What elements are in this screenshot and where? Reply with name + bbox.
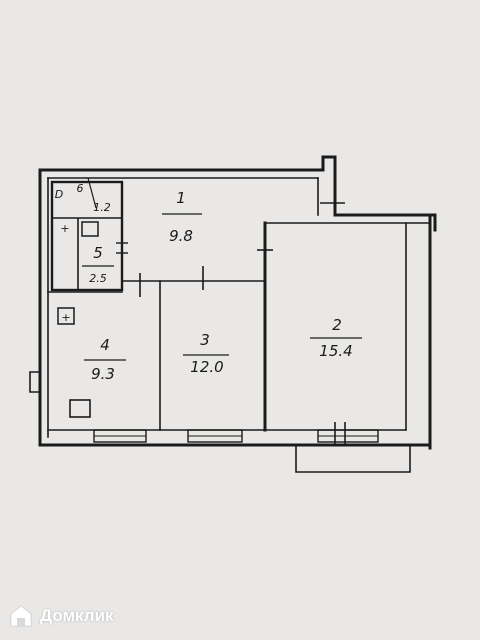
room6-number: 6 xyxy=(77,182,84,195)
room6-fraction-line xyxy=(87,177,97,209)
room5-number: 5 xyxy=(93,244,103,262)
plus-mark-bathroom: + xyxy=(60,222,69,235)
stove-symbol xyxy=(69,399,91,418)
left-wall-bump xyxy=(29,371,41,393)
room6-area: 1.2 xyxy=(93,201,111,214)
watermark-text: Домклик xyxy=(40,606,114,625)
outlet-box xyxy=(57,307,75,325)
room1-area: 9.8 xyxy=(169,227,193,245)
plus-mark-kitchen: + xyxy=(61,311,70,324)
bathroom-outline xyxy=(50,180,124,292)
room3-number: 3 xyxy=(200,331,210,349)
riser-column xyxy=(321,155,337,217)
sink-symbol xyxy=(81,221,99,237)
house-logo-icon xyxy=(10,605,32,627)
room2-top-wall xyxy=(333,213,437,232)
room4-number: 4 xyxy=(100,336,110,354)
windows xyxy=(93,422,379,446)
balcony xyxy=(295,444,411,473)
balcony-outline xyxy=(295,444,411,473)
room2-number: 2 xyxy=(332,316,342,334)
fixtures xyxy=(57,307,91,418)
room1-number: 1 xyxy=(176,189,186,207)
room5-area: 2.5 xyxy=(89,272,107,285)
room2-area: 15.4 xyxy=(319,342,352,360)
domclick-watermark: Домклик xyxy=(8,602,114,630)
d-mark: D xyxy=(55,188,63,201)
room4-area: 9.3 xyxy=(91,365,115,383)
room3-area: 12.0 xyxy=(190,358,223,376)
bathroom-block xyxy=(50,180,128,292)
interior-walls xyxy=(47,202,345,432)
labels: D 6 1.2 + + 1 9.8 2 15.4 3 12.0 4 9.3 5 … xyxy=(55,177,362,383)
